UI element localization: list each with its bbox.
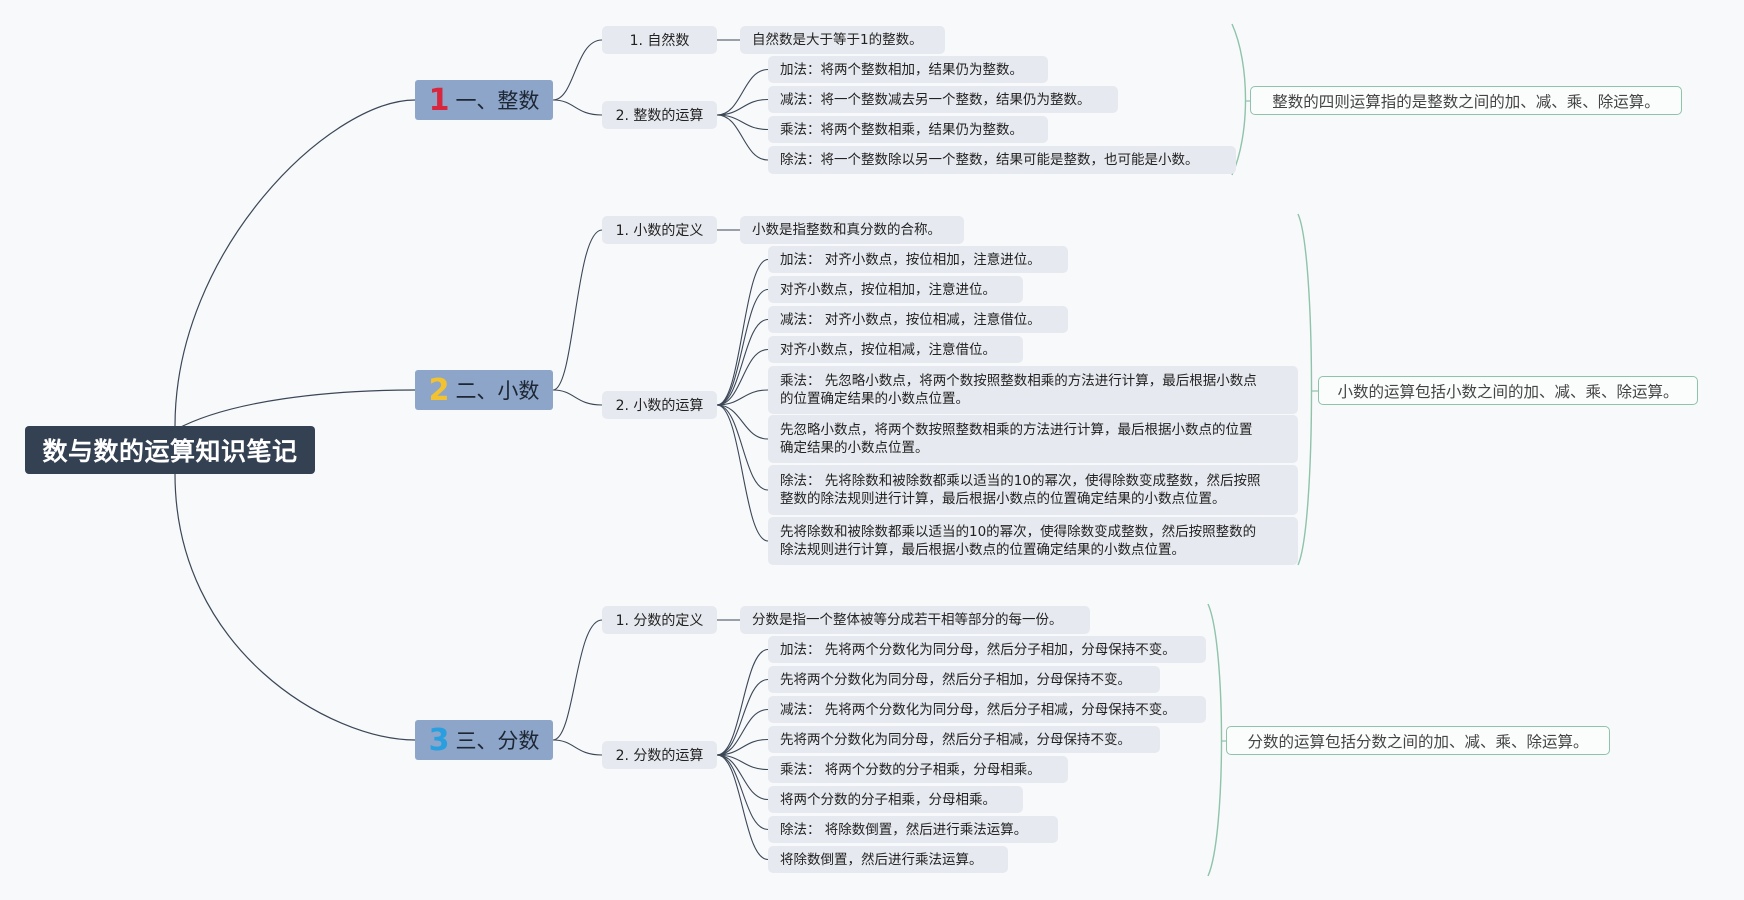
leaf-fraction-division-detail[interactable]: 将除数倒置，然后进行乘法运算。 [768,846,1008,873]
leaf-integer-multiplication[interactable]: 乘法：将两个整数相乘，结果仍为整数。 [768,116,1048,143]
connector-sub-leaf [716,754,769,771]
subtopic-natural-numbers[interactable]: 1. 自然数 [602,26,717,54]
main-topic-label: 三、分数 [455,729,540,753]
leaf-fraction-subtraction[interactable]: 减法： 先将两个分数化为同分母，然后分子相减，分母保持不变。 [768,696,1206,723]
leaf-integer-subtraction[interactable]: 减法：将一个整数减去另一个整数，结果仍为整数。 [768,86,1118,113]
connector-sub-leaf [716,98,769,116]
leaf-decimal-division-detail[interactable]: 先将除数和被除数都乘以适当的10的幂次，使得除数变成整数，然后按照整数的 除法规… [768,517,1298,565]
connector-main-sub [552,229,603,391]
connector-sub-leaf [716,348,769,406]
connector-sub-leaf [716,318,769,406]
leaf-decimal-subtraction-detail[interactable]: 对齐小数点，按位相减，注意借位。 [768,336,1023,363]
connector-main-sub [552,99,603,116]
number-badge-3: 3 [428,722,450,758]
leaf-natural-number-definition[interactable]: 自然数是大于等于1的整数。 [740,26,945,54]
subtopic-decimal-operations[interactable]: 2. 小数的运算 [602,391,717,419]
summary-bracket [1297,213,1313,566]
main-topic-integers[interactable]: 1 一、整数 [415,80,553,120]
connector-root-main [174,99,416,427]
connector-main-sub [552,389,603,406]
main-topic-decimals[interactable]: 2 二、小数 [415,370,553,410]
summary-fractions[interactable]: 分数的运算包括分数之间的加、减、乘、除运算。 [1226,726,1610,755]
connector-sub-leaf [716,678,769,756]
connector-sub-leaf [716,708,769,756]
leaf-fraction-multiplication[interactable]: 乘法： 将两个分数的分子相乘，分母相乘。 [768,756,1068,783]
connector-sub-leaf [716,404,769,491]
connector-sub-leaf [716,114,769,131]
connector-sub-leaf [716,114,769,161]
main-topic-fractions[interactable]: 3 三、分数 [415,720,553,760]
leaf-fraction-division[interactable]: 除法： 将除数倒置，然后进行乘法运算。 [768,816,1058,843]
connector-sub-leaf [716,754,769,831]
connector-root-main [174,389,416,431]
subtopic-decimal-definition[interactable]: 1. 小数的定义 [602,216,717,244]
main-topic-label: 二、小数 [455,379,540,403]
leaf-fraction-subtraction-detail[interactable]: 先将两个分数化为同分母，然后分子相减，分母保持不变。 [768,726,1160,753]
leaf-integer-division[interactable]: 除法：将一个整数除以另一个整数，结果可能是整数，也可能是小数。 [768,146,1236,174]
connector-main-sub [552,739,603,756]
leaf-decimal-division[interactable]: 除法： 先将除数和被除数都乘以适当的10的幂次，使得除数变成整数，然后按照 整数… [768,465,1298,515]
leaf-fraction-addition-detail[interactable]: 先将两个分数化为同分母，然后分子相加，分母保持不变。 [768,666,1160,693]
connector-sub-leaf [716,68,769,116]
summary-bracket [1231,23,1247,176]
subtopic-integer-operations[interactable]: 2. 整数的运算 [602,101,717,129]
root-topic[interactable]: 数与数的运算知识笔记 [25,426,315,474]
number-badge-1: 1 [428,82,450,118]
leaf-decimal-multiplication-detail[interactable]: 先忽略小数点，将两个数按照整数相乘的方法进行计算，最后根据小数点的位置 确定结果… [768,415,1298,463]
leaf-fraction-multiplication-detail[interactable]: 将两个分数的分子相乘，分母相乘。 [768,786,1023,813]
subtopic-fraction-operations[interactable]: 2. 分数的运算 [602,741,717,769]
connector-sub-leaf [716,288,769,406]
connector-root-main [174,473,416,741]
connector-sub-leaf [716,738,769,756]
summary-bracket [1207,603,1223,877]
connector-sub-leaf [716,389,769,406]
leaf-decimal-addition[interactable]: 加法： 对齐小数点，按位相加，注意进位。 [768,246,1068,273]
connector-main-sub [552,39,603,101]
connector-sub-leaf [716,404,769,542]
leaf-decimal-addition-detail[interactable]: 对齐小数点，按位相加，注意进位。 [768,276,1023,303]
summary-decimals[interactable]: 小数的运算包括小数之间的加、减、乘、除运算。 [1318,376,1698,405]
main-topic-label: 一、整数 [455,89,540,113]
subtopic-fraction-definition[interactable]: 1. 分数的定义 [602,606,717,634]
summary-integers[interactable]: 整数的四则运算指的是整数之间的加、减、乘、除运算。 [1250,86,1682,115]
number-badge-2: 2 [428,372,450,408]
connector-main-sub [552,619,603,741]
connector-sub-leaf [716,648,769,756]
leaf-decimal-definition[interactable]: 小数是指整数和真分数的合称。 [740,216,964,244]
leaf-decimal-subtraction[interactable]: 减法： 对齐小数点，按位相减，注意借位。 [768,306,1068,333]
connector-sub-leaf [716,404,769,440]
leaf-fraction-definition[interactable]: 分数是指一个整体被等分成若干相等部分的每一份。 [740,606,1090,634]
connector-sub-leaf [716,258,769,406]
leaf-decimal-multiplication[interactable]: 乘法： 先忽略小数点，将两个数按照整数相乘的方法进行计算，最后根据小数点 的位置… [768,366,1298,414]
connector-sub-leaf [716,754,769,861]
leaf-fraction-addition[interactable]: 加法： 先将两个分数化为同分母，然后分子相加，分母保持不变。 [768,636,1206,663]
connector-sub-leaf [716,754,769,801]
leaf-integer-addition[interactable]: 加法：将两个整数相加，结果仍为整数。 [768,56,1048,83]
